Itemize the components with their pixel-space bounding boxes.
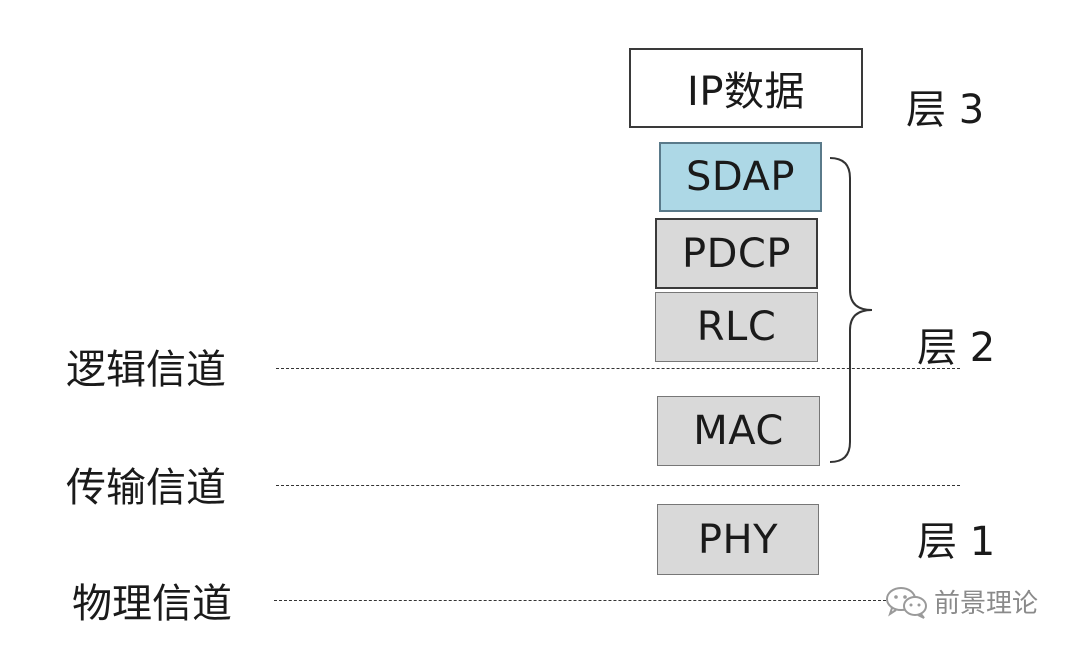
physical-channel-label: 物理信道 [72, 581, 232, 627]
watermark-text: 前景理论 [934, 589, 1039, 619]
layer-3-label: 层 3 [906, 87, 985, 133]
wechat-icon [886, 586, 927, 619]
pdcp-box: PDCP [655, 218, 818, 289]
physical-channel-line [274, 600, 886, 601]
rlc-box: RLC [655, 292, 818, 362]
watermark: 前景理论 [884, 583, 1038, 620]
ip-data-box: IP数据 [629, 48, 863, 128]
logical-channel-label: 逻辑信道 [66, 347, 226, 393]
transport-channel-label: 传输信道 [66, 465, 226, 511]
sdap-box: SDAP [659, 142, 822, 212]
layer2-brace [829, 157, 873, 463]
mac-box: MAC [657, 396, 820, 466]
layer-1-label: 层 1 [917, 519, 996, 565]
logical-channel-line [276, 368, 960, 369]
transport-channel-line [276, 485, 960, 486]
layer-2-label: 层 2 [917, 325, 996, 371]
phy-box: PHY [657, 504, 819, 575]
